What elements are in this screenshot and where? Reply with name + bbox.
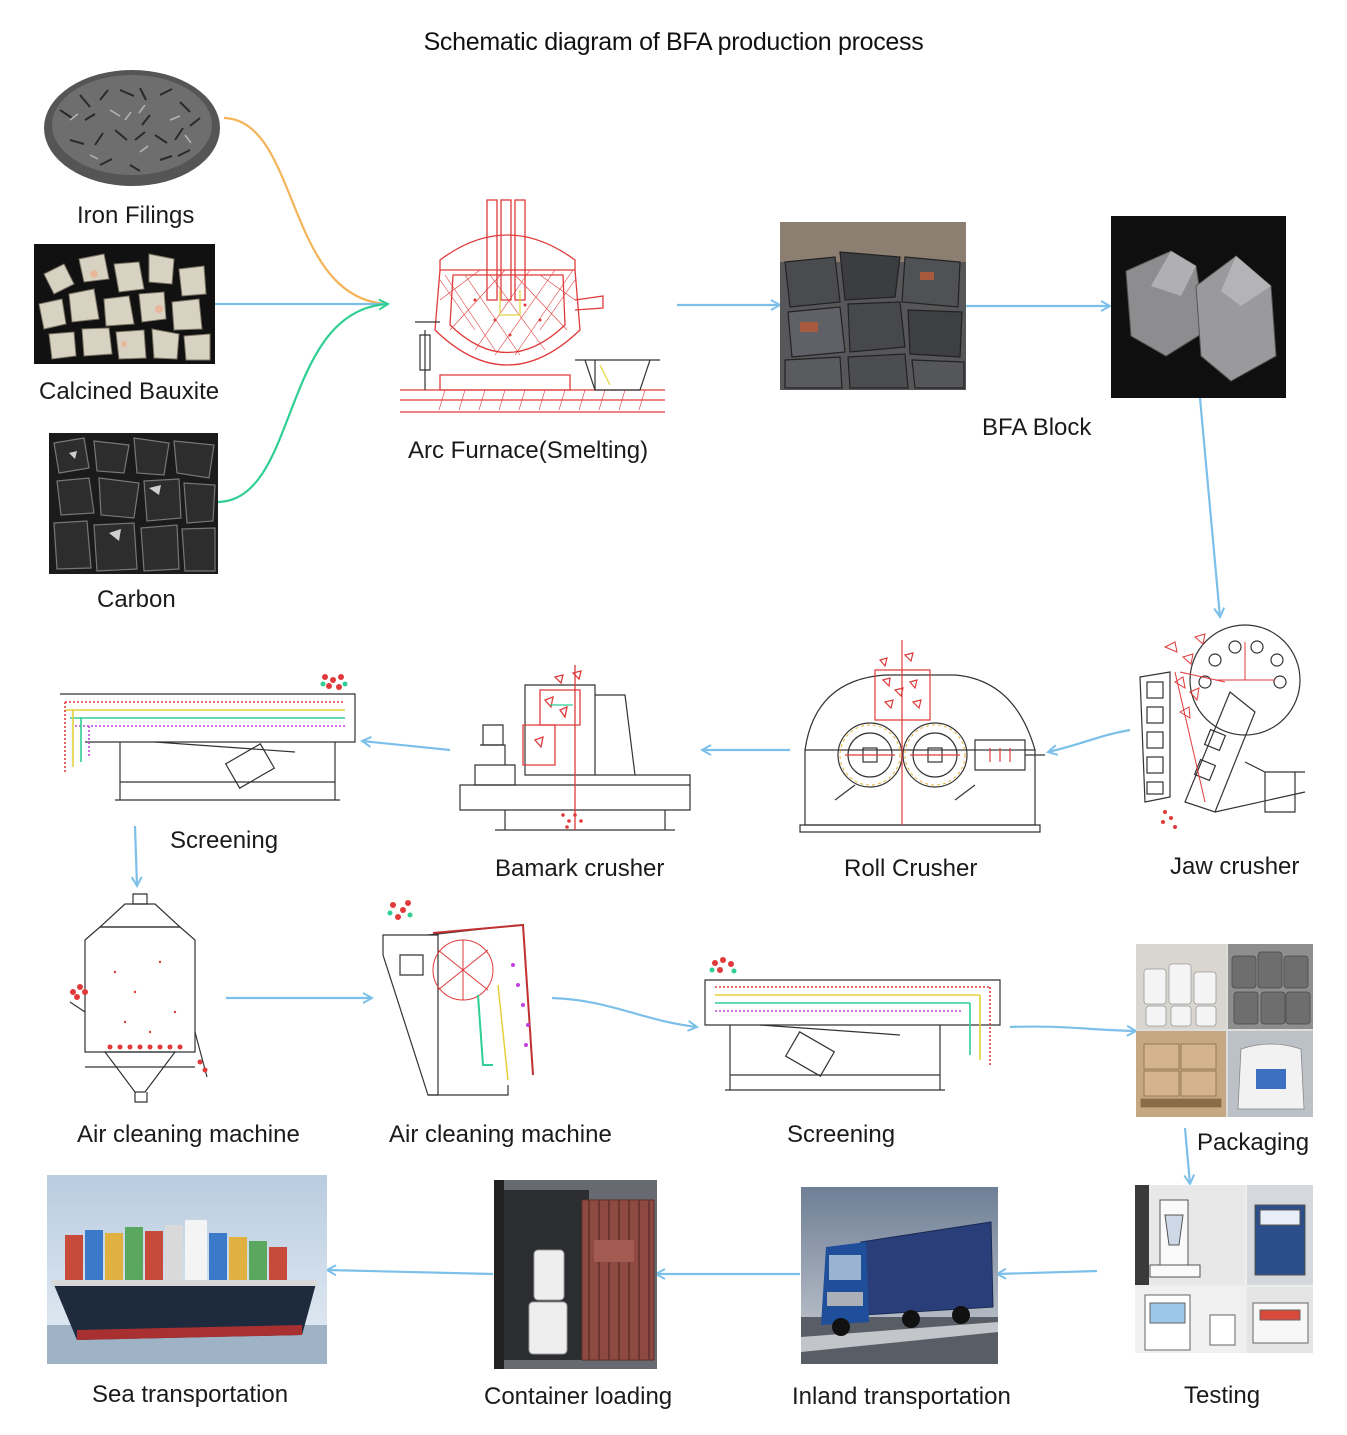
air-cleaning-machine-1-drawing [65, 892, 215, 1107]
arc-furnace-label: Arc Furnace(Smelting) [408, 437, 649, 464]
jaw-crusher-label: Jaw crusher [1170, 853, 1300, 880]
arrow-block-to-jaw [1198, 397, 1220, 617]
roll-crusher-drawing [795, 640, 1045, 840]
packaging-label: Packaging [1197, 1129, 1310, 1156]
container-loading-photo [494, 1180, 657, 1369]
air-cleaning-machine-1-label: Air cleaning machine [77, 1121, 300, 1148]
bfa-block-pile-photo [780, 222, 966, 390]
screening-1-label: Screening [170, 827, 279, 854]
arrow-packaging-to-testing [1185, 1127, 1190, 1184]
testing-photo [1135, 1185, 1313, 1353]
sea-transportation-photo [47, 1175, 327, 1364]
arrow-iron-to-furnace [223, 116, 389, 306]
arrow-testing-to-inland [997, 1271, 1098, 1274]
inland-transportation-label: Inland transportation [792, 1383, 1011, 1410]
iron-filings-label: Iron Filings [77, 202, 195, 229]
sea-transportation-label: Sea transportation [92, 1381, 289, 1408]
jaw-crusher-drawing [1135, 622, 1310, 837]
screening-1-drawing [55, 672, 360, 812]
carbon-label: Carbon [97, 586, 176, 613]
arrow-container-to-sea [327, 1270, 494, 1274]
arrow-air-to-screen [551, 996, 697, 1027]
bamark-crusher-drawing [455, 665, 695, 835]
arrow-screen-to-air [135, 825, 137, 886]
roll-crusher-label: Roll Crusher [844, 855, 978, 882]
packaging-photo [1136, 944, 1313, 1117]
bamark-crusher-label: Bamark crusher [495, 855, 665, 882]
bfa-block-label: BFA Block [982, 414, 1092, 441]
arc-furnace-drawing [395, 190, 670, 420]
air-cleaning-machine-2-label: Air cleaning machine [389, 1121, 612, 1148]
arrow-screen-to-packaging [1009, 1027, 1136, 1031]
container-loading-label: Container loading [484, 1383, 673, 1410]
testing-label: Testing [1184, 1382, 1261, 1409]
calcined-bauxite-photo [34, 244, 215, 364]
inland-transportation-photo [801, 1187, 998, 1364]
diagram-title: Schematic diagram of BFA production proc… [423, 28, 924, 56]
screening-2-drawing [700, 955, 1005, 1095]
iron-filings-photo [40, 40, 225, 190]
calcined-bauxite-label: Calcined Bauxite [39, 378, 220, 405]
arrow-bamark-to-screen [362, 741, 451, 752]
carbon-photo [49, 433, 218, 574]
arrow-jaw-to-roll [1048, 728, 1131, 752]
screening-2-label: Screening [787, 1121, 896, 1148]
arrow-carbon-to-furnace [217, 304, 388, 504]
bfa-block-closeup-photo [1111, 216, 1286, 398]
air-cleaning-machine-2-drawing [378, 895, 543, 1105]
